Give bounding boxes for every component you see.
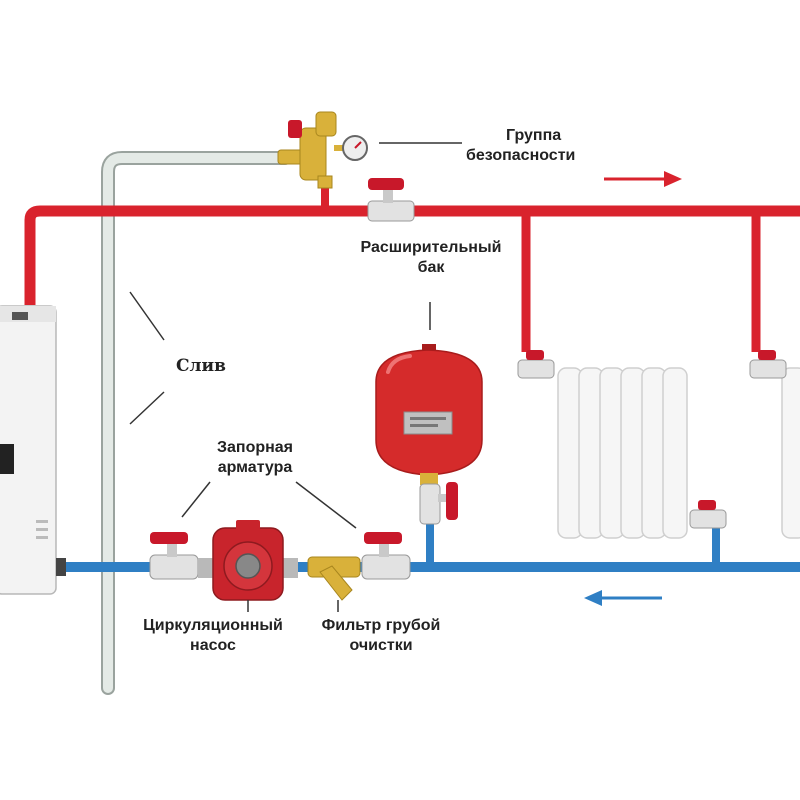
radiator [557, 367, 688, 539]
supply-pipe [24, 186, 800, 352]
radiator-valve-upper [749, 350, 787, 379]
expansion-tank-label-line1: Расширительный [360, 239, 502, 256]
shutoff-label: Запорная арматура [190, 438, 320, 478]
filter-label-line1: Фильтр грубой [321, 617, 441, 634]
arrow-left-icon [584, 590, 662, 606]
shutoff-valve [149, 532, 199, 580]
shutoff-leaders [181, 481, 357, 529]
shutoff-label-line2: арматура [217, 459, 293, 476]
safety-group-label-line2: безопасности [466, 147, 576, 164]
supply-ball-valve [367, 178, 415, 222]
filter-label: Фильтр грубой очистки [306, 616, 456, 656]
arrow-right-icon [604, 171, 682, 187]
coarse-filter [307, 556, 361, 601]
circulation-pump [198, 520, 298, 601]
safety-group-label: Группа безопасности [466, 126, 616, 166]
shutoff-valve [361, 532, 411, 580]
pump-label: Циркуляционный насос [128, 616, 298, 656]
pump-label-line2: насос [190, 637, 236, 654]
drain-pipe [101, 151, 292, 695]
electric-boiler [0, 305, 66, 595]
drain-leaders [129, 291, 165, 425]
pump-label-line1: Циркуляционный [143, 617, 283, 634]
safety-group-label-line1: Группа [506, 127, 562, 144]
expansion-tank-label: Расширительный бак [346, 238, 516, 278]
radiator-valve-lower [689, 500, 727, 529]
drain-label: Слив [176, 356, 226, 376]
filter-label-line2: очистки [349, 637, 413, 654]
expansion-tank [375, 302, 483, 525]
radiator-valve-upper [517, 350, 555, 379]
radiator [781, 367, 800, 539]
safety-group [277, 111, 368, 189]
shutoff-label-line1: Запорная [216, 439, 294, 456]
expansion-tank-label-line2: бак [417, 259, 445, 276]
